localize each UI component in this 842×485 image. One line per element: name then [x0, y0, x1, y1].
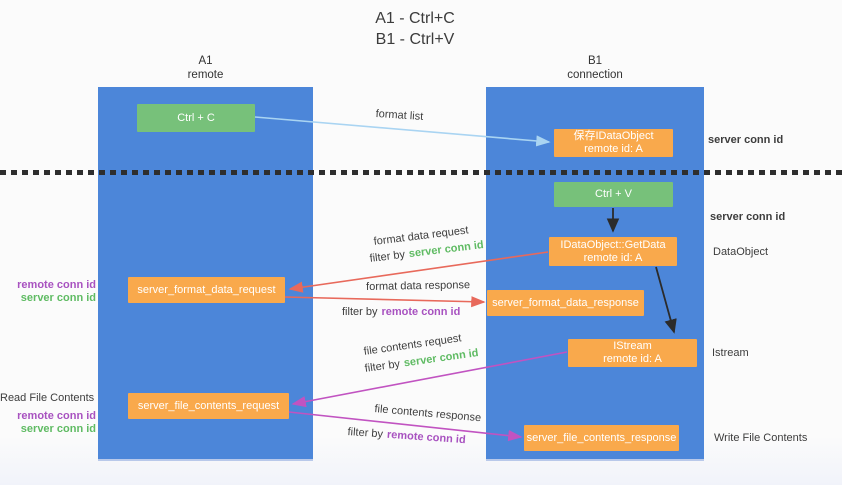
node-idataobject-getdata-line1: IDataObject::GetData [560, 238, 666, 251]
annotation-dataobject: DataObject [713, 246, 769, 258]
node-ctrl-v-label: Ctrl + V [595, 188, 632, 200]
title-line-2: B1 - Ctrl+V [375, 31, 455, 48]
node-save-idataobject-line1: 保存IDataObject [573, 130, 654, 142]
filter-by-text: filter by [369, 248, 406, 265]
node-server-format-data-request: server_format_data_request [128, 277, 285, 303]
node-save-idataobject: 保存IDataObject remote id: A [554, 129, 673, 157]
annotation-format-conn-ids: remote conn id server conn id [0, 279, 96, 305]
filter-by-text: filter by [342, 306, 378, 318]
column-a-name: remote [187, 69, 224, 81]
node-server-file-contents-response: server_file_contents_response [524, 425, 679, 451]
column-a-header: A1 remote [98, 54, 313, 82]
node-ctrl-v: Ctrl + V [554, 182, 673, 207]
annotation-server-conn-id-file: server conn id [20, 423, 96, 435]
annotation-remote-conn-id-file: remote conn id [17, 410, 96, 422]
label-format-data-response: format data response [366, 279, 471, 293]
annotation-server-conn-id-clipboard: server conn id [708, 134, 784, 146]
node-idataobject-getdata-line2: remote id: A [583, 251, 643, 264]
annotation-read-file-contents: Read File Contents [0, 392, 95, 404]
remote-conn-id-text: remote conn id [386, 428, 467, 447]
clipboard-paste-divider [0, 170, 842, 175]
column-b-header: B1 connection [486, 54, 704, 82]
diagram-title: A1 - Ctrl+C B1 - Ctrl+V [290, 8, 540, 50]
annotation-istream: Istream [712, 347, 749, 359]
annotation-server-conn-id-paste: server conn id [710, 211, 786, 223]
node-istream-line2: remote id: A [603, 353, 662, 365]
node-server-file-contents-response-label: server_file_contents_response [526, 431, 677, 444]
title-line-1: A1 - Ctrl+C [375, 10, 455, 27]
remote-conn-id-text: remote conn id [381, 306, 461, 318]
filter-by-text: filter by [364, 358, 401, 375]
annotation-read-file-contents-group: Read File Contents [0, 392, 94, 405]
node-server-format-data-response: server_format_data_response [487, 290, 644, 316]
annotation-remote-conn-id-format: remote conn id [17, 279, 96, 291]
annotation-write-file-contents: Write File Contents [714, 432, 808, 444]
annotation-file-conn-ids: remote conn id server conn id [0, 410, 96, 436]
node-istream-line1: IStream [613, 340, 652, 352]
node-idataobject-getdata: IDataObject::GetData remote id: A [549, 237, 677, 266]
annotation-server-conn-id-format: server conn id [20, 292, 96, 304]
label-format-list: format list [375, 108, 424, 123]
node-istream: IStream remote id: A [568, 339, 697, 367]
node-server-file-contents-request-label: server_file_contents_request [137, 399, 280, 412]
node-server-file-contents-request: server_file_contents_request [128, 393, 289, 419]
column-a-id: A1 [198, 55, 213, 67]
column-b-name: connection [567, 69, 623, 81]
node-ctrl-c: Ctrl + C [137, 104, 255, 132]
node-server-format-data-response-label: server_format_data_response [492, 296, 639, 309]
arrow-format-data-response [284, 296, 486, 308]
node-server-format-data-request-label: server_format_data_request [137, 283, 276, 296]
node-ctrl-c-label: Ctrl + C [177, 111, 215, 124]
label-file-contents-response: file contents response [373, 403, 482, 425]
filter-by-text: filter by [347, 426, 384, 441]
node-save-idataobject-line2: remote id: A [584, 143, 643, 155]
column-b-id: B1 [587, 55, 603, 67]
